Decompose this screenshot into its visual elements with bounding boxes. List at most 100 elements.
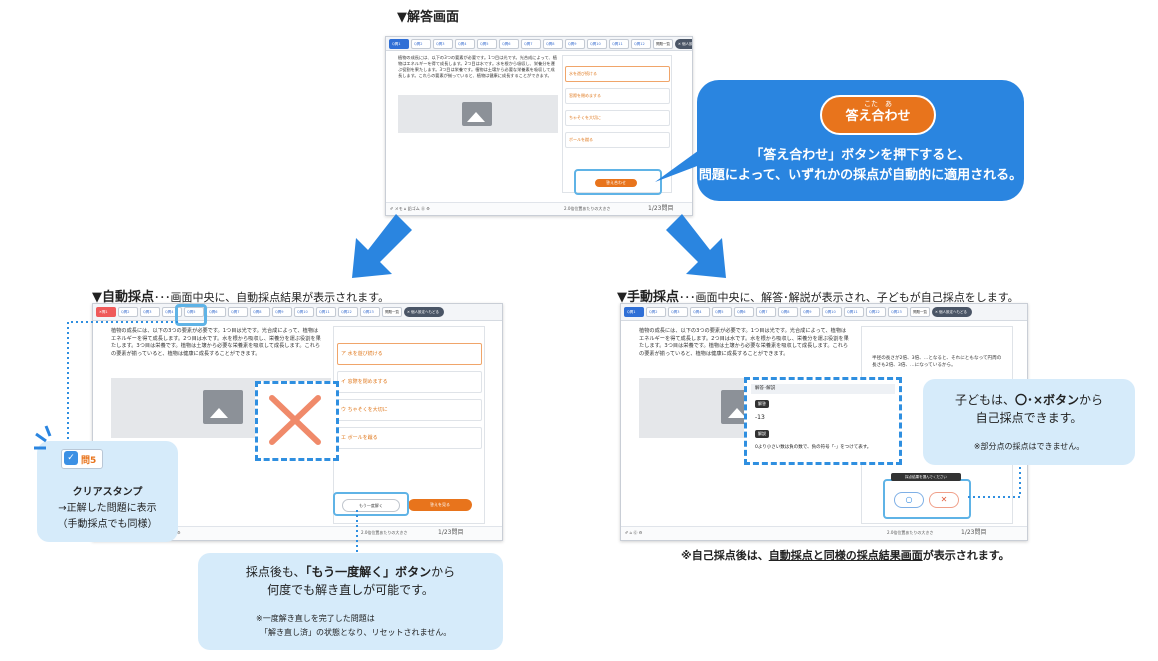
self-score-tooltip: 採点結果を選んでください <box>891 473 961 481</box>
answer-screen-footer: ✐ メモ ⌂ 鉛ゴム ⓪ ⚙ 2.0倍位置あたりの大きさ 1/23問目 <box>386 202 692 215</box>
stamp-title: クリアスタンプ <box>72 487 143 498</box>
answer-button-highlight <box>574 169 662 195</box>
question-tab-9[interactable]: Q問9 <box>565 38 585 49</box>
manual-scoring-heading: ▼手動採点･･･画面中央に、解答･解説が表示され、子どもが自己採点をします。 <box>617 290 1019 305</box>
auto-tab-7[interactable]: Q問7 <box>228 307 248 317</box>
question-tab-2[interactable]: Q問2 <box>411 38 431 49</box>
question-tab-10[interactable]: Q問10 <box>587 38 607 49</box>
manual-tab-6[interactable]: Q問6 <box>734 307 754 317</box>
question-tab-12[interactable]: Q問12 <box>631 38 651 49</box>
retry-connector <box>356 510 358 556</box>
manual-tab-22[interactable]: Q問22 <box>866 307 886 317</box>
question-image <box>398 95 558 133</box>
choice-3[interactable]: ちゃそくを大切に <box>565 110 670 126</box>
manual-tab-4[interactable]: Q問4 <box>690 307 710 317</box>
manual-tab-7[interactable]: Q問7 <box>756 307 776 317</box>
footer-tools[interactable]: ✐ メモ ⌂ 鉛ゴム ⓪ ⚙ <box>390 206 430 211</box>
choice-2[interactable]: 窓際を閉めまする <box>565 88 670 104</box>
stamp-icon: ✓ <box>64 451 78 465</box>
callout-text-line2: 問題によって、いずれかの採点が自動的に適用される。 <box>698 168 1023 183</box>
answer-check-button[interactable]: 答え合わせ <box>595 179 637 187</box>
auto-tab-2[interactable]: Q問2 <box>118 307 138 317</box>
manual-tab-2[interactable]: Q問2 <box>646 307 666 317</box>
auto-question-list-tab[interactable]: 問題一覧 <box>382 307 402 317</box>
question-tab-bar: Q問1 Q問2 Q問3 Q問4 Q問5 Q問6 Q問7 Q問8 Q問9 Q問10… <box>386 37 692 51</box>
manual-question-list-tab[interactable]: 問題一覧 <box>910 307 930 317</box>
retry-callout: 採点後も、「もう一度解く」ボタンから 何度でも解き直しが可能です。 ※一度解き直… <box>198 553 503 650</box>
auto-tab-5[interactable]: Q問5 <box>184 307 204 317</box>
question-tab-11[interactable]: Q問11 <box>609 38 629 49</box>
answer-check-button-sample: こた あ 答え合わせ <box>820 95 936 135</box>
retry-note2: 「解き直し済」の状態となり、リセットされません。 <box>260 628 452 637</box>
manual-question-text: 植物の成長には、以下の3つの要素が必要です。1つ目は光です。光合成によって、植物… <box>639 328 849 357</box>
question-tab-5[interactable]: Q問5 <box>477 38 497 49</box>
question-tab-3[interactable]: Q問3 <box>433 38 453 49</box>
auto-gear-icon[interactable]: ⚙ <box>177 530 181 535</box>
popup-title: 解答･解説 <box>751 384 895 394</box>
auto-tab-6[interactable]: Q問6 <box>206 307 226 317</box>
auto-choice-3[interactable]: ウ ちゃそくを大切に <box>337 399 482 421</box>
manual-tab-3[interactable]: Q問3 <box>668 307 688 317</box>
choice-1[interactable]: 水を遊び続ける <box>565 66 670 82</box>
image-icon <box>462 102 492 126</box>
incorrect-button[interactable]: ✕ <box>929 492 959 508</box>
auto-tab-1[interactable]: ✕問1 <box>96 307 116 317</box>
auto-close-button[interactable]: ✕ 個人設定へもどる <box>404 307 444 317</box>
auto-tab-22[interactable]: Q問22 <box>338 307 358 317</box>
retry-line1: 採点後も、「もう一度解く」ボタンから <box>245 565 456 579</box>
auto-choice-1[interactable]: ア 水を遊び続ける <box>337 343 482 365</box>
manual-tab-bar: Q問1 Q問2 Q問3 Q問4 Q問5 Q問6 Q問7 Q問8 Q問9 Q問10… <box>621 304 1027 321</box>
auto-tab-11[interactable]: Q問11 <box>316 307 336 317</box>
arrow-to-manual-icon <box>666 214 726 278</box>
manual-close-button[interactable]: ✕ 個人設定へもどる <box>932 307 972 317</box>
question-list-tab[interactable]: 問題一覧 <box>653 38 673 49</box>
question-tab-8[interactable]: Q問8 <box>543 38 563 49</box>
auto-tab-8[interactable]: Q問8 <box>250 307 270 317</box>
answer-screen: Q問1 Q問2 Q問3 Q問4 Q問5 Q問6 Q問7 Q問8 Q問9 Q問10… <box>385 36 693 216</box>
manual-side-text: 半径の長さが2倍、3倍、…となると、それにともなって円周の長さも2倍、3倍、…に… <box>872 356 1002 368</box>
auto-choice-4[interactable]: エ ボールを蹴る <box>337 427 482 449</box>
self-score-line1: 子どもは、〇･×ボタンから <box>954 393 1104 407</box>
question-tab-6[interactable]: Q問6 <box>499 38 519 49</box>
auto-tab-bar: ✕問1 Q問2 Q問3 Q問4 Q問5 Q問6 Q問7 Q問8 Q問9 Q問10… <box>93 304 502 321</box>
self-score-note: ※部分点の採点はできません。 <box>973 442 1085 451</box>
question-tab-1[interactable]: Q問1 <box>389 38 409 49</box>
manual-tab-9[interactable]: Q問9 <box>800 307 820 317</box>
auto-font-size-label: 2.0倍位置あたりの大きさ <box>361 530 408 535</box>
font-size-label: 2.0倍位置あたりの大きさ <box>564 206 611 211</box>
retry-note1: ※一度解き直しを完了した問題は <box>256 614 375 623</box>
self-score-connector <box>968 464 1021 498</box>
manual-tab-5[interactable]: Q問5 <box>712 307 732 317</box>
auto-tab-4[interactable]: Q問4 <box>162 307 182 317</box>
manual-font-size-label: 2.0倍位置あたりの大きさ <box>887 530 934 535</box>
manual-tab-8[interactable]: Q問8 <box>778 307 798 317</box>
question-text: 植物の成長には、以下の3つの要素が必要です。1つ目は光です。光合成によって、植物… <box>398 55 557 78</box>
manual-tab-11[interactable]: Q問11 <box>844 307 864 317</box>
manual-bottom-note: ※自己採点後は、自動採点と同様の採点結果画面が表示されます。 <box>681 549 1010 562</box>
correct-button[interactable]: ○ <box>894 492 924 508</box>
manual-tab-1[interactable]: Q問1 <box>624 307 644 317</box>
choice-4[interactable]: ボールを蹴る <box>565 132 670 148</box>
auto-choice-2[interactable]: イ 窓際を閉めまする <box>337 371 482 393</box>
manual-page-indicator: 1/23問目 <box>961 529 987 536</box>
auto-page-indicator: 1/23問目 <box>438 529 464 536</box>
answer-screen-heading: ▼解答画面 <box>397 10 459 25</box>
self-score-callout: 子どもは、〇･×ボタンから 自己採点できます。 ※部分点の採点はできません。 <box>923 379 1135 465</box>
stamp-line1: →正解した問題に表示 <box>58 503 157 514</box>
retry-button[interactable]: もう一度解く <box>342 499 400 512</box>
auto-question-text: 植物の成長には、以下の3つの要素が必要です。1つ目は光です。光合成によって、植物… <box>111 328 321 357</box>
explanation-popup: 解答･解説 解答 -13 解説 0より小さい数は負の数で、負の符号「-」をつけて… <box>744 377 902 465</box>
manual-footer-tools[interactable]: ✐ ⌂ ⓪ ⚙ <box>625 530 643 535</box>
show-answer-button[interactable]: 答えを見る <box>408 499 472 511</box>
auto-tab-9[interactable]: Q問9 <box>272 307 292 317</box>
close-settings-button[interactable]: ✕ 個人設定へ <box>675 38 692 49</box>
auto-tab-3[interactable]: Q問3 <box>140 307 160 317</box>
question-tab-7[interactable]: Q問7 <box>521 38 541 49</box>
auto-tab-10[interactable]: Q問10 <box>294 307 314 317</box>
manual-tab-10[interactable]: Q問10 <box>822 307 842 317</box>
auto-tab-23[interactable]: Q問23 <box>360 307 380 317</box>
manual-tab-23[interactable]: Q問23 <box>888 307 908 317</box>
question-tab-4[interactable]: Q問4 <box>455 38 475 49</box>
manual-footer: ✐ ⌂ ⓪ ⚙ 2.0倍位置あたりの大きさ 1/23問目 <box>621 526 1027 540</box>
auto-answer-panel: ア 水を遊び続ける イ 窓際を閉めまする ウ ちゃそくを大切に エ ボールを蹴る… <box>333 326 485 524</box>
